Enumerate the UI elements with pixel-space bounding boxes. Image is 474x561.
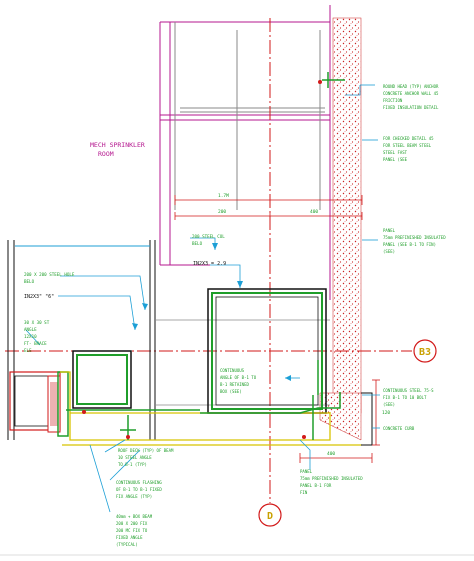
label-bottom-left-2-line1: CONTINUOUS FLASHING [116, 480, 162, 485]
label-right-bottom-line3: (SEE) [383, 402, 395, 407]
label-steel-beam-left-line2: BELO [24, 279, 35, 284]
label-center-low: CONTINUOUS ANGLE OF B-1 TO B-1 RETAINED … [220, 368, 257, 394]
label-bottom-left-3-line2: 200 X 200 FIX [116, 521, 148, 526]
label-right-mid-line2: FOR STEEL BEAM STEEL [383, 143, 432, 148]
label-steel-column-upper-line2: BELO [192, 241, 203, 246]
label-bottom-left-3-line3: 200 MC FIX TO [116, 528, 148, 533]
label-steel-beam-left-size: IN2X3" "6" [24, 294, 54, 300]
label-right-low: PANEL 75mm PREFINISHED INSULATED PANEL (… [383, 228, 446, 254]
label-right-low-line3: PANEL (SEE B-1 TO FIN) [383, 242, 436, 247]
label-left-stack-2: ANGLE [24, 327, 37, 332]
label-right-top: ROUND HEAD (TYP) ANCHOR CONCRETE ANCHOR … [383, 84, 439, 110]
label-left-stack: 30 X 30 ST ANGLE 12X10 FT- BRACE ELE [24, 320, 50, 353]
mid-dimension-left: 200 [218, 209, 226, 215]
label-right-mid-line3: STEEL FAST [383, 150, 408, 155]
steel-box-beam-core [215, 296, 319, 406]
leader-arrowheads [132, 243, 291, 381]
label-base-center: PANEL 75mm PREFINISHED INSULATED PANEL B… [300, 469, 363, 495]
label-steel-column-upper: 200 STEEL COL BELO IN2X3 = 2.9 [192, 234, 226, 267]
label-bottom-left-2: CONTINUOUS FLASHING OF B-1 TO B-1 FIXED … [116, 480, 162, 499]
label-right-top-line1: ROUND HEAD (TYP) ANCHOR [383, 84, 439, 89]
mid-dimension-line [174, 212, 363, 220]
room-title-line2: ROOM [98, 150, 114, 158]
small-box-beam-outer [72, 350, 132, 409]
room-title-line1: MECH SPRINKLER [90, 141, 145, 149]
label-right-bottom: CONTINUOUS STEEL 75-S FIX B-1 TO 10 BOLT… [383, 388, 434, 431]
label-left-stack-3: 12X10 [24, 334, 37, 339]
label-right-low-line4: (SEE) [383, 249, 395, 254]
label-bottom-left-1-line1: ROOF DECK (TYP) OF BEAM [118, 448, 174, 453]
bolt-heads [82, 80, 322, 439]
left-steel-column [7, 240, 156, 440]
label-right-mid: FOR CHECKED DETAIL 45 FOR STEEL BEAM STE… [383, 136, 434, 162]
right-curb-lines [361, 392, 373, 446]
concrete-wall [332, 17, 362, 414]
gray-column-lines [174, 22, 325, 210]
label-bottom-left-3: 40mm + BOX BEAM 200 X 200 FIX 200 MC FIX… [116, 514, 153, 547]
magenta-building-frame [159, 5, 331, 300]
small-box-beam-inner [76, 354, 128, 405]
label-bottom-left-1-line3: TO B-1 (TYP) [118, 462, 147, 467]
label-bottom-left-1: ROOF DECK (TYP) OF BEAM 10 STEEL ANGLE T… [118, 448, 174, 467]
label-right-top-line4: FIXED INSULATION DETAIL [383, 105, 439, 110]
label-left-stack-1: 30 X 30 ST [24, 320, 50, 325]
top-dimension-line [174, 195, 363, 205]
label-steel-beam-left: 200 X 200 STEEL HOLE BELO IN2X3" "6" [24, 272, 75, 300]
right-vertical-dimension: 120 [382, 410, 390, 416]
label-base-center-line1: PANEL [300, 469, 313, 474]
bottom-dimension: 400 [327, 451, 335, 457]
label-bottom-left-3-line4: FIXED ANGLE [116, 535, 143, 540]
room-title: MECH SPRINKLER ROOM [90, 141, 145, 158]
concrete-curb [319, 392, 362, 441]
label-steel-column-upper-line1: 200 STEEL COL [192, 234, 225, 239]
label-bottom-left-1-line2: 10 STEEL ANGLE [118, 455, 152, 460]
label-right-bottom-line1: CONTINUOUS STEEL 75-S [383, 388, 434, 393]
label-base-center-line2: 75mm PREFINISHED INSULATED [300, 476, 363, 481]
leader-lines [25, 84, 380, 513]
label-left-stack-5: ELE [24, 348, 32, 353]
steel-box-beam-inner [211, 292, 323, 410]
label-bottom-left-2-line3: FIX ANGLE (TYP) [116, 494, 152, 499]
grid-bubble-b3 [413, 339, 437, 363]
flashing-green [66, 392, 341, 440]
mid-dimension-right: 400 [310, 209, 318, 215]
label-right-mid-line4: PANEL (SEE [383, 157, 408, 162]
grid-bubble-b3-label: B3 [419, 347, 431, 358]
label-steel-beam-left-line1: 200 X 200 STEEL HOLE [24, 272, 75, 277]
label-base-center-line4: FIN [300, 490, 308, 495]
label-right-base: CONCRETE CURB [383, 426, 415, 431]
label-bottom-left-2-line2: OF B-1 TO B-1 FIXED [116, 487, 162, 492]
label-center-low-line3: B-1 RETAINED [220, 382, 249, 387]
label-right-low-line1: PANEL [383, 228, 396, 233]
label-center-low-line1: CONTINUOUS [220, 368, 245, 373]
label-center-low-line4: BOX (SEE) [220, 389, 242, 394]
label-right-top-line3: FRICTION [383, 98, 403, 103]
label-steel-box-size: IN2X3 = 2.9 [193, 261, 226, 267]
label-left-stack-4: FT- BRACE [24, 341, 47, 346]
label-bottom-left-3-line1: 40mm + BOX BEAM [116, 514, 153, 519]
label-right-bottom-line2: FIX B-1 TO 10 BOLT [383, 395, 427, 400]
label-right-low-line2: 75mm PREFINISHED INSULATED [383, 235, 446, 240]
label-right-top-line2: CONCRETE ANCHOR WALL 45 [383, 91, 439, 96]
top-dimension-text: 1.7M [218, 193, 229, 199]
right-dimension-lines [299, 379, 380, 463]
label-center-low-line2: ANGLE OF B-1 TO [220, 375, 257, 380]
label-base-center-line3: PANEL B-1 FOR [300, 483, 332, 488]
label-bottom-left-3-line5: (TYPICAL) [116, 542, 138, 547]
grid-bubble-d-label: D [267, 511, 273, 522]
left-wall-panel [9, 371, 69, 437]
grid-bubble-d [258, 503, 282, 527]
label-right-mid-line1: FOR CHECKED DETAIL 45 [383, 136, 434, 141]
